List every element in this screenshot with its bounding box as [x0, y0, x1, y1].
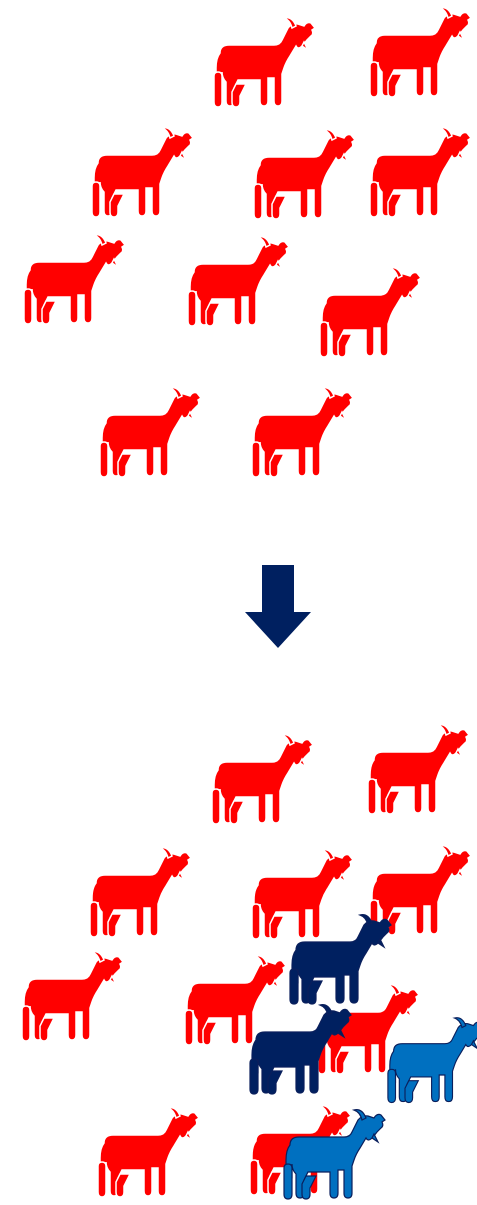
top-herd-goat-red-icon: [100, 388, 201, 477]
top-herd: [24, 8, 471, 477]
bottom-herd: [22, 725, 477, 1199]
top-herd-goat-red-icon: [254, 130, 355, 219]
top-herd-goat-red-icon: [24, 235, 125, 324]
top-herd-goat-red-icon: [370, 8, 471, 97]
bottom-herd-goat-red-icon: [212, 735, 313, 824]
bottom-herd-goat-red-icon: [368, 725, 469, 814]
top-herd-goat-red-icon: [252, 388, 353, 477]
top-herd-goat-red-icon: [320, 268, 421, 357]
top-herd-goat-red-icon: [214, 18, 315, 107]
bottom-herd-goat-blue-icon: [388, 1018, 477, 1103]
down-arrow-icon: [245, 565, 311, 648]
arrow-layer: [245, 565, 311, 648]
bottom-herd-goat-red-icon: [90, 848, 191, 937]
top-herd-goat-red-icon: [370, 128, 471, 217]
top-herd-goat-red-icon: [188, 237, 289, 326]
bottom-herd-goat-red-icon: [252, 850, 353, 939]
bottom-herd-goat-red-icon: [22, 952, 123, 1041]
bottom-herd-goat-red-icon: [98, 1108, 199, 1197]
top-herd-goat-red-icon: [92, 128, 193, 217]
